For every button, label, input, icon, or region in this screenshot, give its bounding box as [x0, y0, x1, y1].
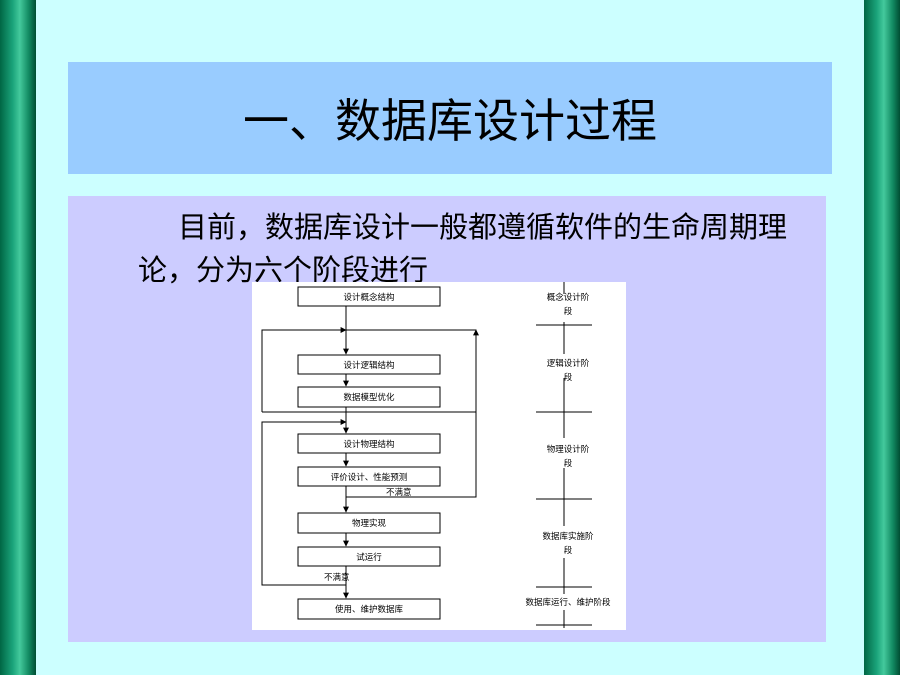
- stage-label-implement: 数据库实施阶: [542, 531, 594, 542]
- box-label: 使用、维护数据库: [335, 604, 404, 615]
- box-model-optimize: [297, 386, 441, 408]
- slide-title: 一、数据库设计过程: [243, 94, 657, 148]
- design-process-flowchart: 设计概念结构 设计逻辑结构 数据模型优化 设计物理结构 评价设计、性能预测 物理…: [252, 282, 626, 630]
- stage-label-implement-cont: 段: [564, 545, 573, 556]
- loop-evaluate-feedback: [346, 329, 479, 498]
- loop-trial-feedback: [261, 419, 347, 586]
- box-physical-design: [297, 433, 441, 454]
- feedback-labels: 不满意 不满意: [324, 487, 412, 583]
- stage-label-maintain: 数据库运行、维护阶段: [525, 597, 611, 608]
- box-label: 数据模型优化: [343, 392, 395, 403]
- flow-box-labels: 设计概念结构 设计逻辑结构 数据模型优化 设计物理结构 评价设计、性能预测 物理…: [331, 292, 408, 615]
- feedback-label-unsatisfied: 不满意: [324, 572, 350, 583]
- box-trial-run: [297, 546, 441, 567]
- box-label: 设计概念结构: [343, 292, 394, 303]
- left-decorative-bar: [0, 0, 36, 675]
- stage-label-logic: 逻辑设计阶: [547, 358, 590, 369]
- stage-label-concept-cont: 段: [564, 306, 573, 317]
- box-evaluate: [297, 466, 441, 487]
- box-concept-design: [297, 286, 441, 307]
- box-label: 设计逻辑结构: [343, 360, 394, 371]
- flow-arrows: [261, 306, 479, 599]
- stage-label-physical-cont: 段: [564, 458, 573, 469]
- box-label: 物理实现: [352, 518, 387, 529]
- stage-label-physical: 物理设计阶: [547, 444, 590, 455]
- box-label: 设计物理结构: [343, 439, 394, 450]
- feedback-label-unsatisfied: 不满意: [386, 487, 412, 498]
- right-decorative-bar: [864, 0, 900, 675]
- box-logic-design: [297, 354, 441, 375]
- box-label: 评价设计、性能预测: [331, 472, 408, 483]
- intro-paragraph: 目前，数据库设计一般都遵循软件的生命周期理论，分为六个阶段进行: [138, 210, 788, 287]
- stage-label-logic-cont: 段: [564, 372, 573, 383]
- loop-logic-left: [261, 327, 347, 412]
- title-band: 一、数据库设计过程: [68, 62, 832, 174]
- stage-label-concept: 概念设计阶: [547, 292, 590, 303]
- box-label: 试运行: [356, 552, 382, 563]
- stage-timeline: [536, 282, 592, 628]
- box-maintain: [297, 598, 441, 620]
- box-implement: [297, 512, 441, 534]
- flowchart-svg: 设计概念结构 设计逻辑结构 数据模型优化 设计物理结构 评价设计、性能预测 物理…: [261, 282, 611, 628]
- stage-labels: 概念设计阶 段 逻辑设计阶 段 物理设计阶 段 数据库实施阶 段 数据库运行、维…: [525, 292, 611, 608]
- flow-boxes: [297, 286, 441, 620]
